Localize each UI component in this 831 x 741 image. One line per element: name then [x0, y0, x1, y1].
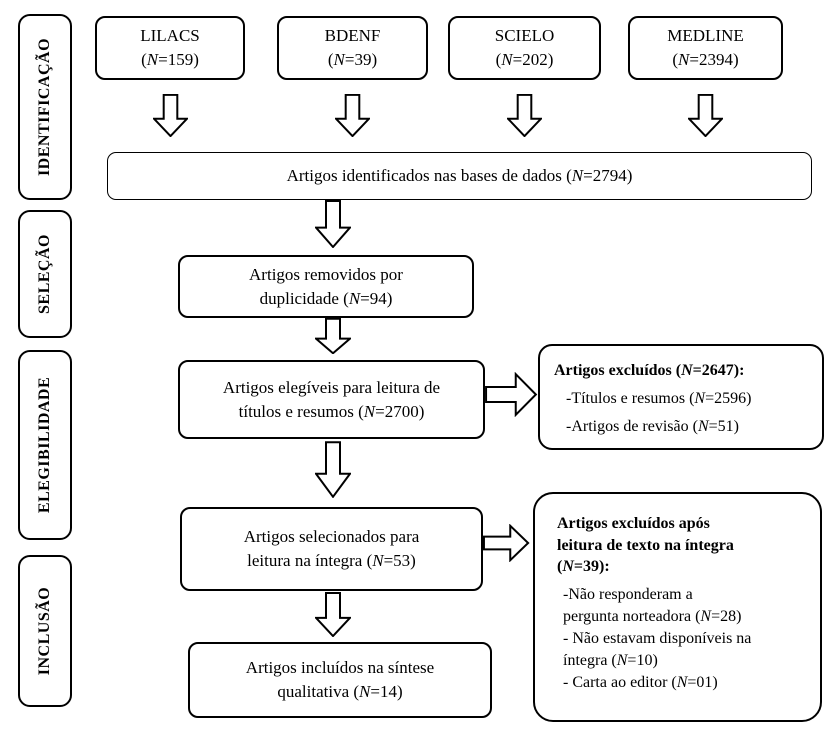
source-box-scielo: SCIELO (N=202) [448, 16, 601, 80]
stage-elegibilidade: ELEGIBILIDADE [18, 350, 72, 540]
box-line: qualitativa (N=14) [277, 682, 403, 701]
down-arrow-icon [315, 200, 351, 248]
box-line: títulos e resumos (N=2700) [238, 401, 425, 421]
stage-label: ELEGIBILIDADE [36, 376, 54, 514]
down-arrow-icon [335, 94, 370, 137]
excluded-title-line: leitura de texto na íntegra [557, 536, 734, 554]
down-arrow-icon [153, 94, 188, 137]
excluded-item: -Não responderam a [563, 585, 693, 603]
excluded-item: íntegra (N=10) [563, 651, 658, 669]
source-box-medline: MEDLINE (N=2394) [628, 16, 783, 80]
excluded-title-line: Artigos excluídos após [557, 515, 710, 532]
box-line: Artigos elegíveis para leitura de [222, 377, 441, 397]
eligible-box: Artigos elegíveis para leitura de título… [178, 360, 485, 439]
source-count: (N=159) [141, 50, 199, 69]
excluded-title-line: (N=39): [557, 558, 610, 575]
included-box: Artigos incluídos na síntese qualitativa… [188, 642, 492, 718]
excluded-item: - Não estavam disponíveis na [563, 629, 752, 647]
excluded-item: - Carta ao editor (N=01) [563, 673, 718, 691]
source-box-bdenf: BDENF (N=39) [277, 16, 428, 80]
stage-inclusao: INCLUSÃO [18, 555, 72, 707]
box-line: Artigos selecionados para [243, 527, 420, 546]
selected-fulltext-box: Artigos selecionados para leitura na ínt… [180, 507, 483, 591]
source-name: MEDLINE [667, 26, 744, 45]
excluded-item: -Artigos de revisão (N=51) [566, 418, 739, 435]
excluded-titles-abstracts-box: Artigos excluídos (N=2647): -Títulos e r… [538, 344, 824, 450]
excluded-title: Artigos excluídos (N=2647): [554, 362, 745, 379]
source-name: LILACS [140, 26, 200, 45]
right-arrow-icon [485, 372, 538, 417]
stage-identificacao: IDENTIFICAÇÃO [18, 14, 72, 200]
down-arrow-icon [688, 94, 723, 137]
down-arrow-icon [315, 441, 351, 498]
down-arrow-icon [315, 592, 351, 637]
down-arrow-icon [315, 318, 351, 354]
removed-duplicates-box: Artigos removidos por duplicidade (N=94) [178, 255, 474, 318]
source-count: (N=2394) [672, 50, 739, 69]
excluded-fulltext-box: Artigos excluídos após leitura de texto … [533, 492, 822, 722]
box-line: duplicidade (N=94) [259, 288, 393, 308]
down-arrow-icon [507, 94, 542, 137]
stage-label: SELEÇÃO [36, 234, 53, 314]
identified-box: Artigos identificados nas bases de dados… [107, 152, 812, 200]
stage-label: INCLUSÃO [36, 586, 53, 676]
source-count: (N=202) [495, 50, 554, 69]
source-name: BDENF [324, 26, 381, 45]
stage-selecao: SELEÇÃO [18, 210, 72, 338]
box-line: leitura na íntegra (N=53) [247, 551, 416, 570]
source-name: SCIELO [494, 26, 555, 45]
source-count: (N=39) [327, 50, 378, 69]
right-arrow-icon [483, 524, 530, 562]
stage-label: IDENTIFICAÇÃO [36, 37, 54, 177]
box-line: Artigos identificados nas bases de dados… [286, 166, 633, 185]
box-line: Artigos incluídos na síntese [245, 658, 435, 677]
source-box-lilacs: LILACS (N=159) [95, 16, 245, 80]
box-line: Artigos removidos por [249, 264, 403, 284]
excluded-item: pergunta norteadora (N=28) [563, 607, 742, 625]
excluded-item: -Títulos e resumos (N=2596) [566, 390, 752, 407]
